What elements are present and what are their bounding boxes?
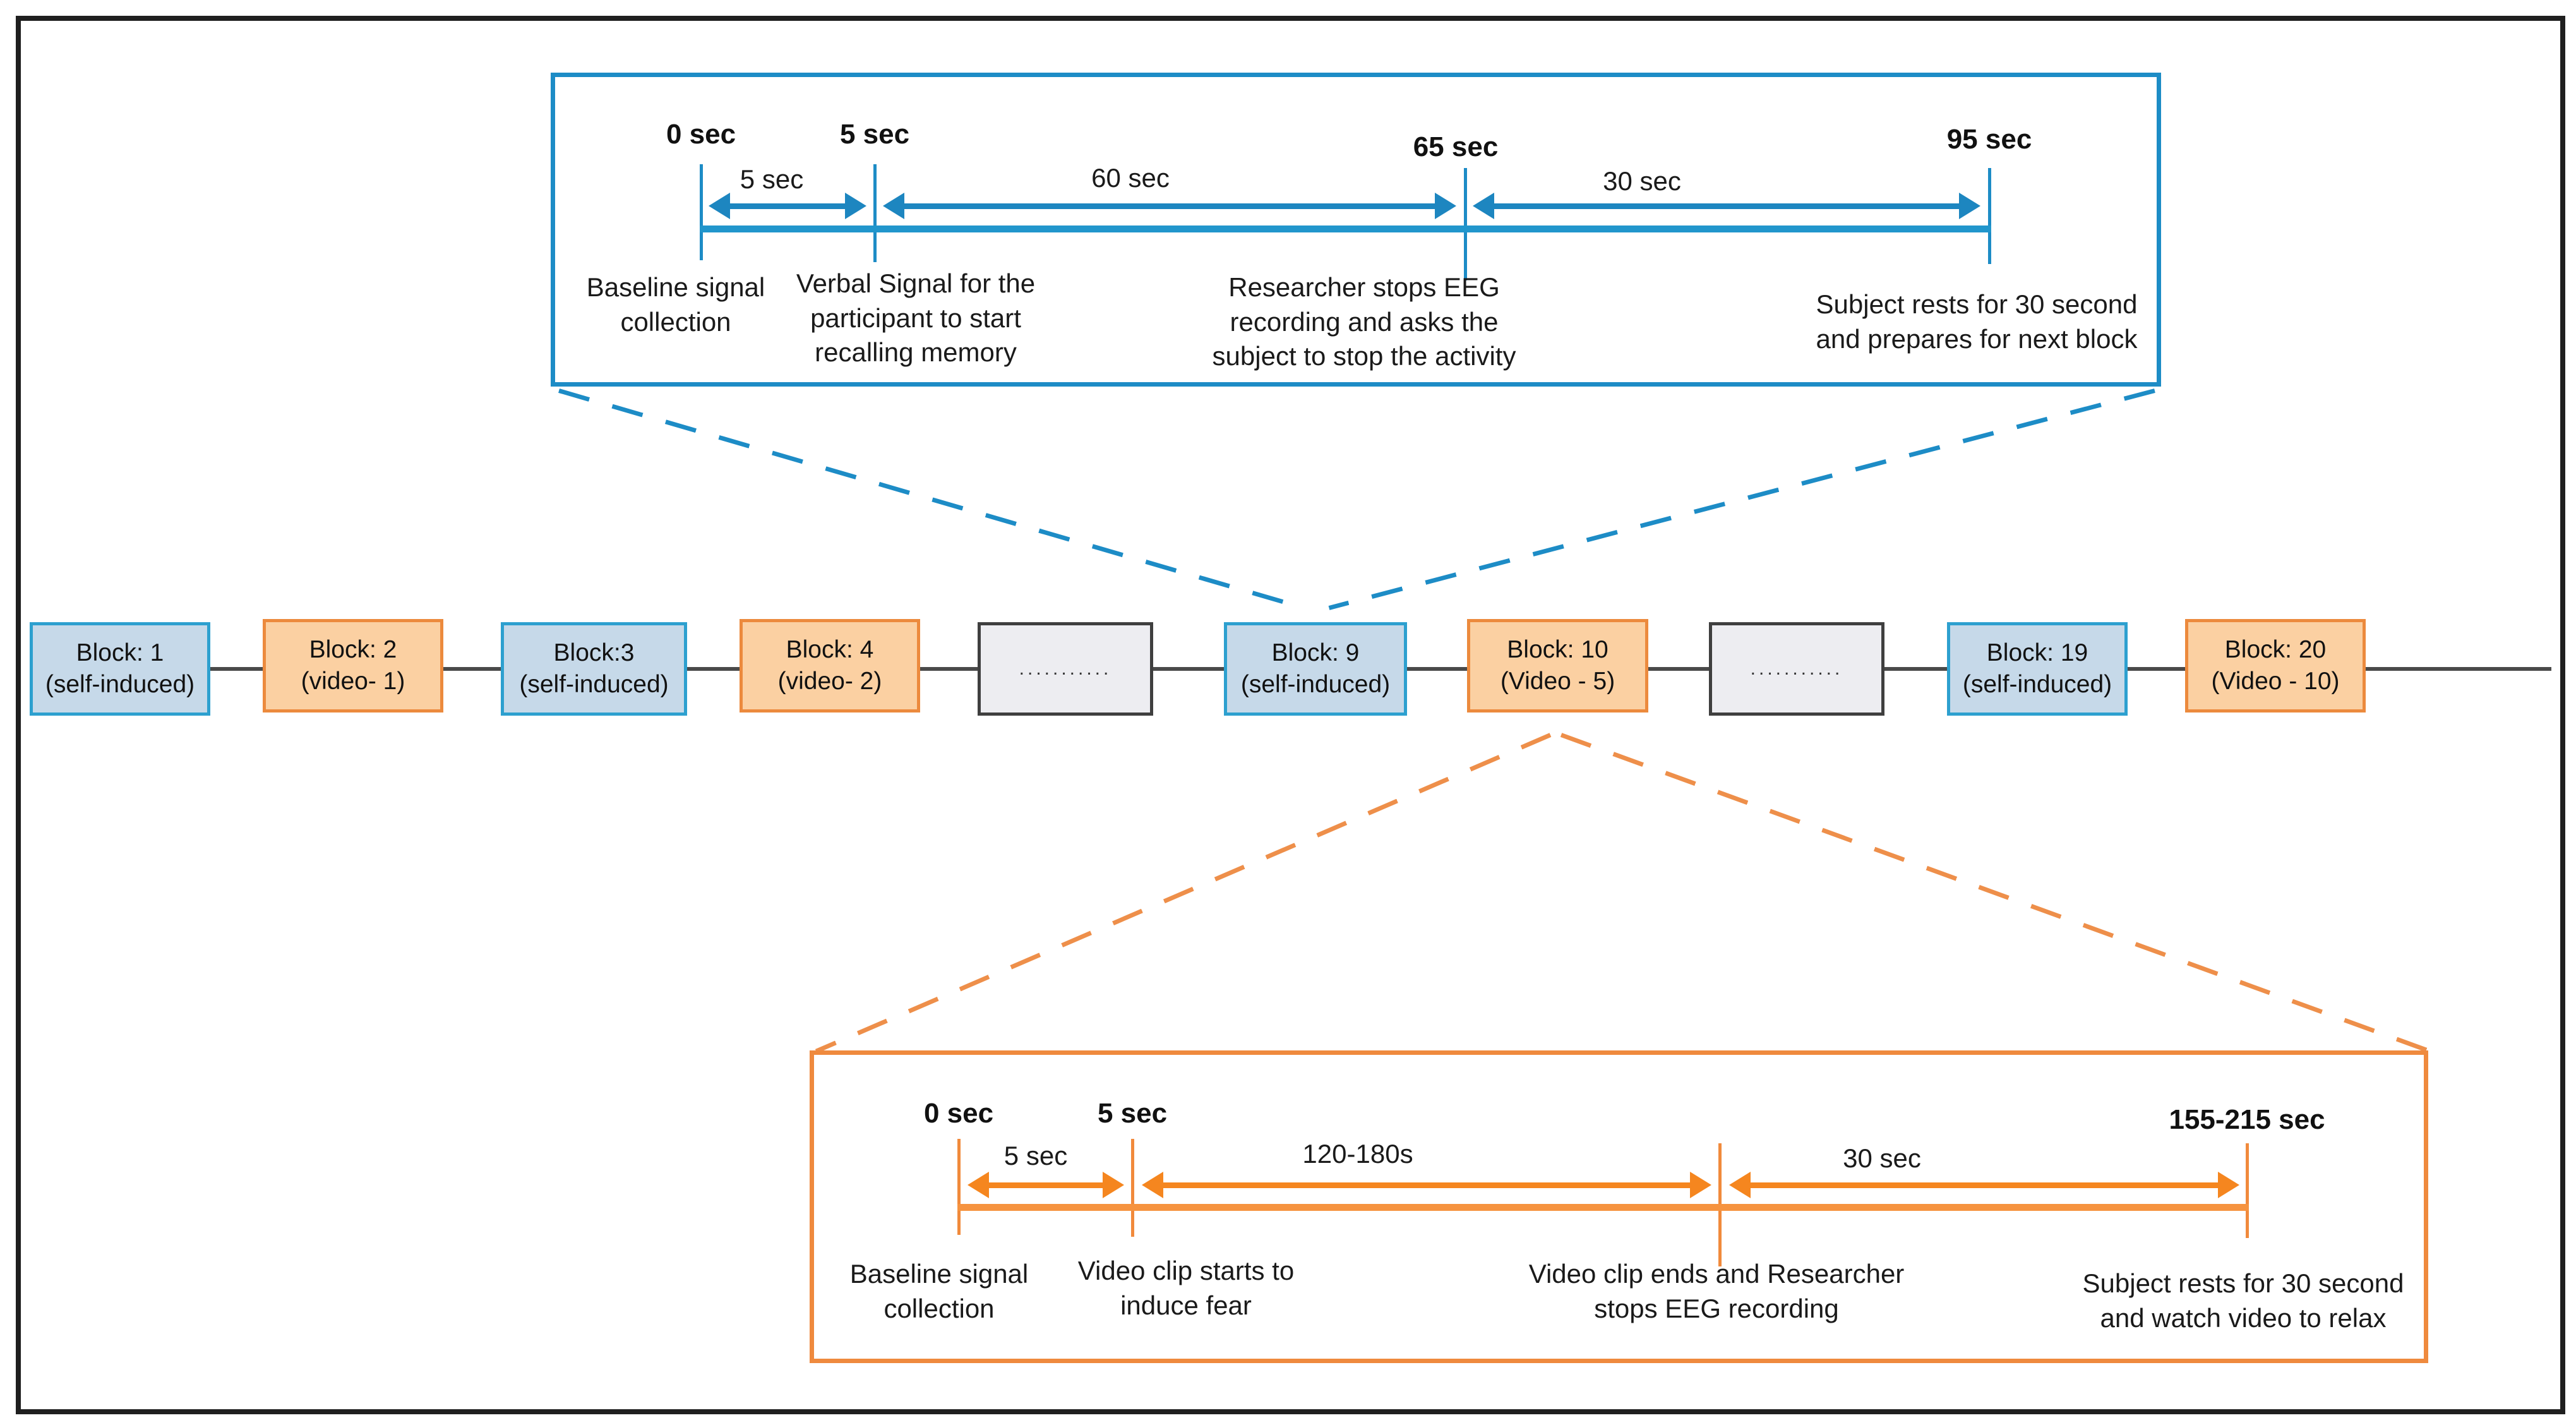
block-20: Block: 20 (Video - 10) [2185, 619, 2366, 712]
arrow-shaft [904, 203, 1435, 209]
arrowhead-right-icon [1959, 193, 1980, 219]
interval-arrow [1142, 1169, 1711, 1201]
arrowhead-right-icon [1690, 1172, 1711, 1198]
duration-label-30sec-video: 30 sec [1843, 1143, 1921, 1173]
block-ellipsis-2: ........... [1709, 622, 1884, 716]
time-label-5sec-video: 5 sec [1097, 1098, 1168, 1129]
arrowhead-right-icon [2218, 1172, 2239, 1198]
arrowhead-left-icon [1142, 1172, 1163, 1198]
interval-arrow [883, 189, 1456, 222]
interval-arrow [1473, 189, 1980, 222]
block-19: Block: 19 (self-induced) [1947, 622, 2128, 716]
timeline-tick [1988, 168, 1991, 264]
block-10: Block: 10 (Video - 5) [1467, 619, 1648, 712]
arrow-shaft [730, 203, 845, 209]
arrowhead-right-icon [1103, 1172, 1124, 1198]
arrow-shaft [989, 1182, 1103, 1188]
block-3: Block:3 (self-induced) [501, 622, 687, 716]
time-label-5sec: 5 sec [839, 119, 910, 150]
interval-arrow [1729, 1169, 2239, 1201]
timeline-tick [873, 164, 877, 262]
duration-label-5sec: 5 sec [740, 164, 804, 194]
event-video-starts: Video clip starts to induce fear [1077, 1256, 1295, 1320]
arrowhead-right-icon [845, 193, 866, 219]
arrowhead-right-icon [1435, 193, 1456, 219]
block-1: Block: 1 (self-induced) [30, 622, 210, 716]
timeline-tick [1464, 168, 1467, 280]
duration-label-60sec: 60 sec [1091, 163, 1170, 193]
duration-label-120-180s: 120-180s [1302, 1139, 1413, 1169]
event-rest-watch-video: Subject rests for 30 second and watch vi… [2082, 1268, 2404, 1333]
event-video-ends: Video clip ends and Researcher stops EEG… [1528, 1259, 1905, 1323]
time-label-65sec: 65 sec [1413, 131, 1499, 162]
block-2: Block: 2 (video- 1) [263, 619, 443, 712]
timeline-baseline [700, 225, 1991, 232]
time-label-0sec-video: 0 sec [923, 1098, 994, 1129]
arrowhead-left-icon [883, 193, 904, 219]
event-rest-next-block: Subject rests for 30 second and prepares… [1816, 289, 2138, 354]
arrowhead-left-icon [967, 1172, 989, 1198]
duration-label-5sec-video: 5 sec [1003, 1141, 1068, 1170]
time-label-95sec: 95 sec [1946, 124, 2032, 155]
interval-arrow [709, 189, 866, 222]
arrowhead-left-icon [1473, 193, 1494, 219]
arrow-shaft [1751, 1182, 2218, 1188]
diagram-frame [16, 16, 2565, 1414]
timeline-tick [1131, 1139, 1134, 1237]
block-4: Block: 4 (video- 2) [740, 619, 920, 712]
interval-arrow [967, 1169, 1124, 1201]
event-stop-eeg: Researcher stops EEG recording and asks … [1212, 272, 1516, 371]
timeline-tick [700, 164, 703, 260]
timeline-tick [2246, 1143, 2249, 1238]
block-ellipsis-1: ........... [978, 622, 1153, 716]
block-9: Block: 9 (self-induced) [1224, 622, 1407, 716]
timeline-baseline [957, 1204, 2249, 1211]
arrowhead-left-icon [1729, 1172, 1751, 1198]
event-baseline-collection: Baseline signal collection [586, 272, 765, 337]
arrowhead-left-icon [709, 193, 730, 219]
duration-label-30sec: 30 sec [1603, 166, 1681, 196]
time-label-155-215sec: 155-215 sec [2169, 1104, 2325, 1135]
time-label-0sec: 0 sec [666, 119, 736, 150]
event-baseline-collection-video: Baseline signal collection [849, 1259, 1029, 1323]
timeline-tick [957, 1139, 961, 1235]
event-verbal-signal: Verbal Signal for the participant to sta… [796, 268, 1036, 368]
arrow-shaft [1163, 1182, 1690, 1188]
arrow-shaft [1494, 203, 1959, 209]
